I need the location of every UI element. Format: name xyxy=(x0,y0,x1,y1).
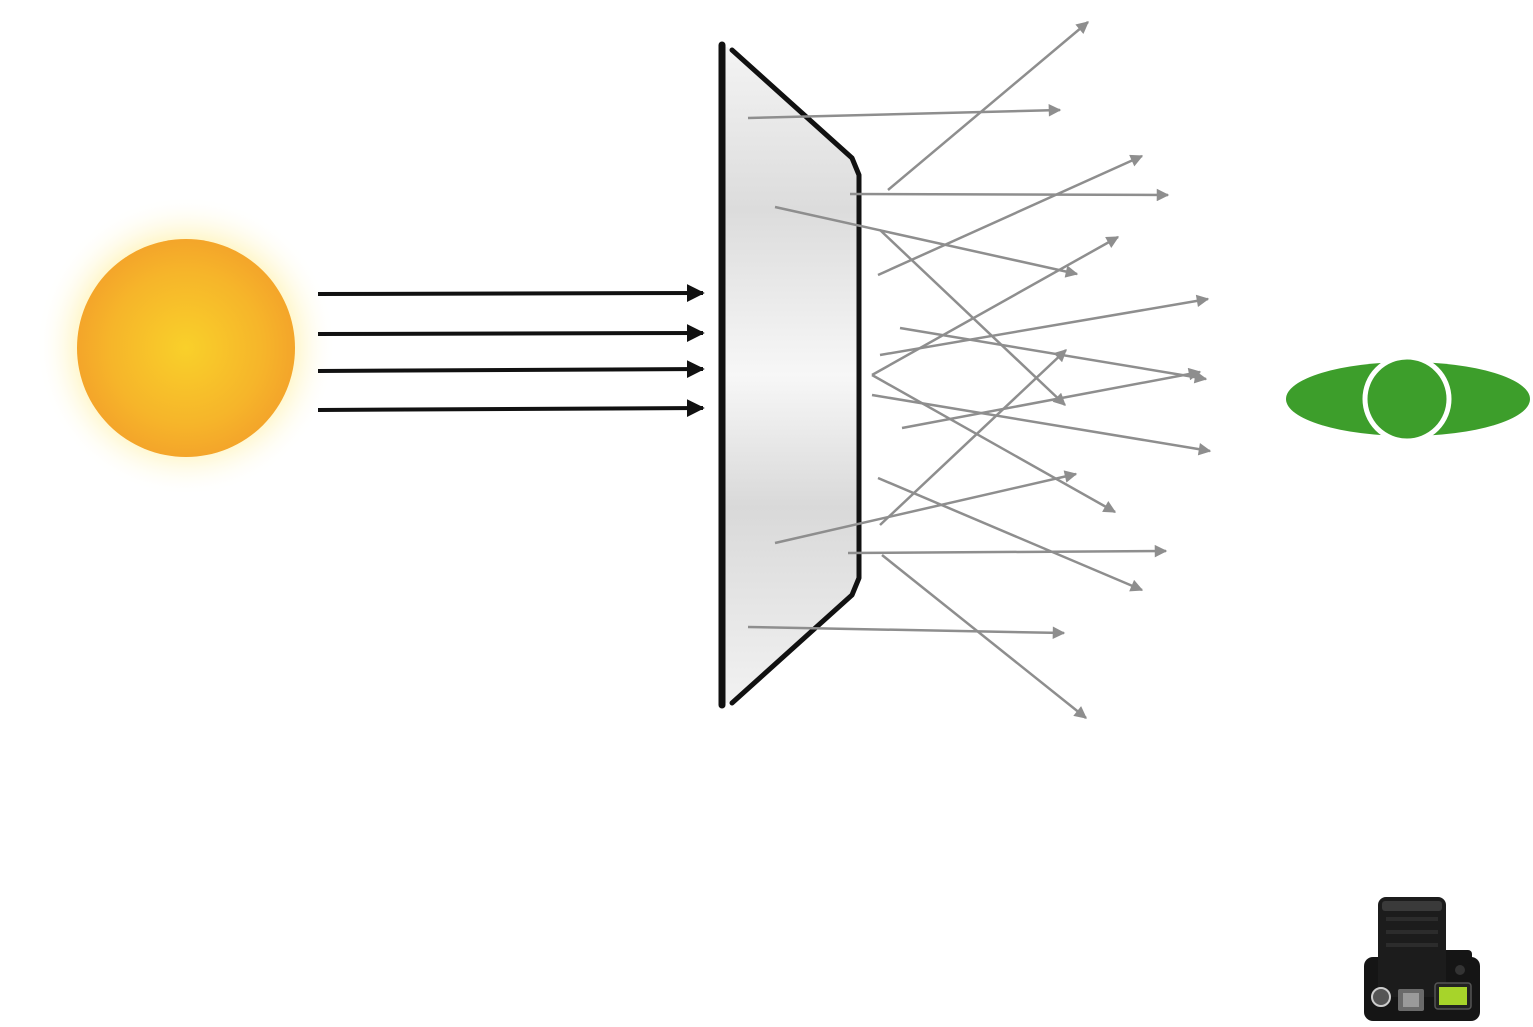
sun-icon xyxy=(36,196,336,496)
scattered-ray xyxy=(879,294,1210,357)
scattered-ray xyxy=(847,544,1168,558)
scattered-ray xyxy=(871,373,1117,514)
camera-icon xyxy=(1364,897,1480,1021)
incident-rays xyxy=(317,284,705,418)
scattered-ray xyxy=(877,476,1144,592)
scattered-ray xyxy=(901,367,1202,430)
scattered-ray xyxy=(774,470,1078,545)
scattered-ray xyxy=(877,154,1144,277)
incident-ray xyxy=(317,360,705,379)
scattered-ray xyxy=(871,235,1120,377)
incident-ray xyxy=(317,324,705,343)
scattered-ray xyxy=(879,349,1067,526)
scattered-ray xyxy=(871,393,1212,456)
scattered-ray xyxy=(774,205,1079,278)
scattered-ray xyxy=(747,625,1066,640)
scattered-ray xyxy=(849,188,1170,202)
diffuser-panel xyxy=(718,41,862,709)
scattered-ray xyxy=(887,21,1089,191)
incident-ray xyxy=(317,284,705,303)
scattered-ray xyxy=(881,554,1087,719)
scattered-ray xyxy=(899,326,1208,384)
scattered-ray xyxy=(747,104,1062,120)
incident-ray xyxy=(317,399,705,418)
eye-icon xyxy=(1286,354,1530,444)
scattered-rays xyxy=(747,21,1212,719)
